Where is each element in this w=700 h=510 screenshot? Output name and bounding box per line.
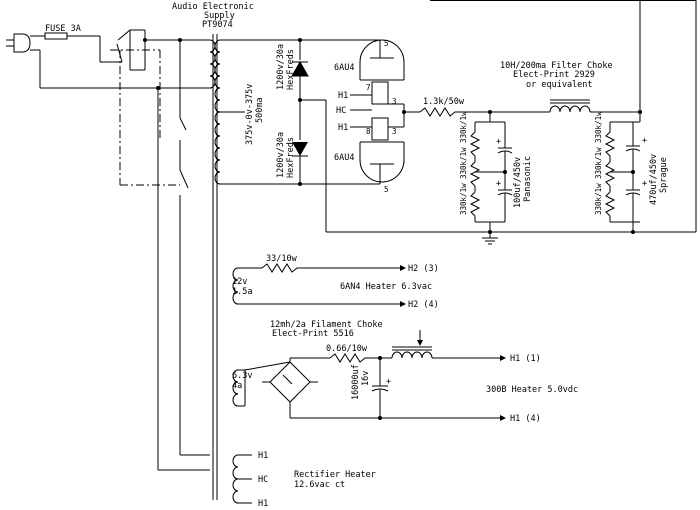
rect-heater-label: Rectifier Heater — [294, 470, 376, 480]
bleeder-right-3: 330k/1w — [594, 111, 603, 143]
diode-lower: 1200v/30a HexFreds — [276, 132, 308, 178]
heater-h1-lower: H1 — [338, 123, 348, 133]
transformer-title: Audio Electronic — [172, 2, 254, 12]
transformer-subtitle: Supply — [204, 11, 235, 21]
filter-choke-part: Elect-Print 2929 — [513, 70, 595, 80]
rect-heater-voltage: 12.6vac ct — [294, 480, 345, 490]
tube-lower-pin3: 3 — [392, 127, 397, 136]
fuse-label: FUSE 3A — [45, 24, 81, 34]
bleeder-left-2: 330k/1w — [459, 147, 468, 179]
hv-secondary-voltage: 375v-0v-375v — [245, 84, 255, 145]
mains-plug — [6, 33, 40, 53]
bleeder-right-1: 330k/1w — [594, 183, 603, 215]
cap-left-brand: Panasonic — [523, 156, 533, 202]
h1-bottom-terminal: H1 (4) — [510, 414, 541, 424]
h1-top-terminal: H1 (1) — [510, 354, 541, 364]
bleeder-left-3: 330k/1w — [459, 111, 468, 143]
h2-resistor-label: 33/10w — [266, 254, 298, 264]
tube-lower: 6AU4 5 8 3 — [334, 117, 405, 194]
h2-heater-label: 6AN4 Heater 6.3vac — [340, 282, 432, 292]
filter-choke: 10H/200ma Filter Choke Elect-Print 2929 … — [500, 0, 697, 233]
tube-upper: 6AU4 5 7 3 — [334, 39, 405, 106]
filter-choke-label: 10H/200ma Filter Choke — [500, 61, 613, 71]
right-filter-bank: + + 330k/1w 330k/1w 330k/1w 470uf/450v S… — [594, 111, 669, 234]
tube-upper-label: 6AU4 — [334, 63, 354, 73]
h2-heater-circuit: 12v 1.5a 33/10w H2 (3) H2 (4) 6AN4 Heate… — [232, 254, 439, 310]
h1-cap-plus: + — [386, 377, 391, 387]
rect-heater-hc: HC — [258, 475, 268, 485]
h2-bottom-terminal: H2 (4) — [408, 300, 439, 310]
h1-cap-voltage: 16v — [361, 371, 371, 386]
h2-winding-current: 1.5a — [232, 287, 252, 297]
h2-top-terminal: H2 (3) — [408, 264, 439, 274]
bleeder-right-2: 330k/1w — [594, 147, 603, 179]
cap-right-brand: Sprague — [659, 157, 669, 193]
h2-winding-voltage: 12v — [232, 277, 247, 287]
filament-choke-part: Elect-Print 5516 — [272, 329, 354, 339]
tube-heater-pins: H1 HC H1 — [336, 91, 420, 133]
bleeder-left-1: 330k/1w — [459, 183, 468, 215]
heater-hc: HC — [336, 106, 346, 116]
cap-right-value: 470uf/450v — [649, 154, 659, 205]
rect-heater-h1-top: H1 — [258, 451, 268, 461]
diode-lower-rating: 1200v/30a — [276, 132, 286, 178]
h1-heater-circuit: 6.3v 4a H1 (4) 0.66/10w 12mh/2a Filament… — [232, 320, 578, 424]
tube-lower-pin8: 8 — [366, 127, 371, 136]
power-transformer: Audio Electronic Supply PT9074 375v-0v-3… — [172, 2, 265, 504]
diode-upper-rating: 1200v/30a — [276, 44, 286, 90]
series-resistor: 1.3k/50w — [419, 97, 550, 117]
left-filter-bank: + + 330k/1w 330k/1w 330k/1w 100uf/450v P… — [459, 111, 533, 234]
cap-left-plus-1: + — [496, 137, 501, 147]
tube-upper-pin7: 7 — [366, 83, 371, 92]
fuse: FUSE 3A — [40, 24, 100, 40]
tube-lower-label: 6AU4 — [334, 153, 354, 163]
series-resistor-label: 1.3k/50w — [423, 97, 465, 107]
h1-cap-value: 16000uf — [351, 364, 361, 400]
h1-resistor-label: 0.66/10w — [326, 344, 368, 354]
ground-symbol — [482, 232, 498, 245]
rectifier-heater-circuit: H1 HC H1 Rectifier Heater 12.6vac ct — [238, 451, 376, 509]
filament-choke-label: 12mh/2a Filament Choke — [270, 320, 383, 330]
primary-wiring — [39, 29, 210, 471]
tube-upper-pin5: 5 — [384, 39, 389, 48]
filter-choke-alt: or equivalent — [526, 80, 593, 90]
cap-left-value: 100uf/450v — [513, 157, 523, 208]
tube-lower-pin5: 5 — [384, 185, 389, 194]
heater-h1-upper: H1 — [338, 91, 348, 101]
cap-right-plus-1: + — [642, 136, 647, 146]
transformer-model: PT9074 — [202, 20, 233, 30]
diode-upper: 1200v/30a HexFreds — [276, 44, 309, 90]
tube-upper-pin3: 3 — [392, 97, 397, 106]
diode-upper-type: HexFreds — [286, 49, 296, 90]
rect-heater-h1-bottom: H1 — [258, 499, 268, 509]
cap-left-plus-2: + — [496, 179, 501, 189]
hv-secondary-current: 500ma — [255, 97, 265, 123]
h1-winding-current: 4a — [232, 381, 242, 391]
power-switch — [99, 29, 180, 186]
hv-wiring — [220, 38, 640, 233]
h1-heater-label: 300B Heater 5.0vdc — [486, 385, 578, 395]
diode-lower-type: HexFreds — [286, 137, 296, 178]
cap-right-plus-2: + — [642, 179, 647, 189]
h1-winding-voltage: 6.3v — [232, 371, 252, 381]
